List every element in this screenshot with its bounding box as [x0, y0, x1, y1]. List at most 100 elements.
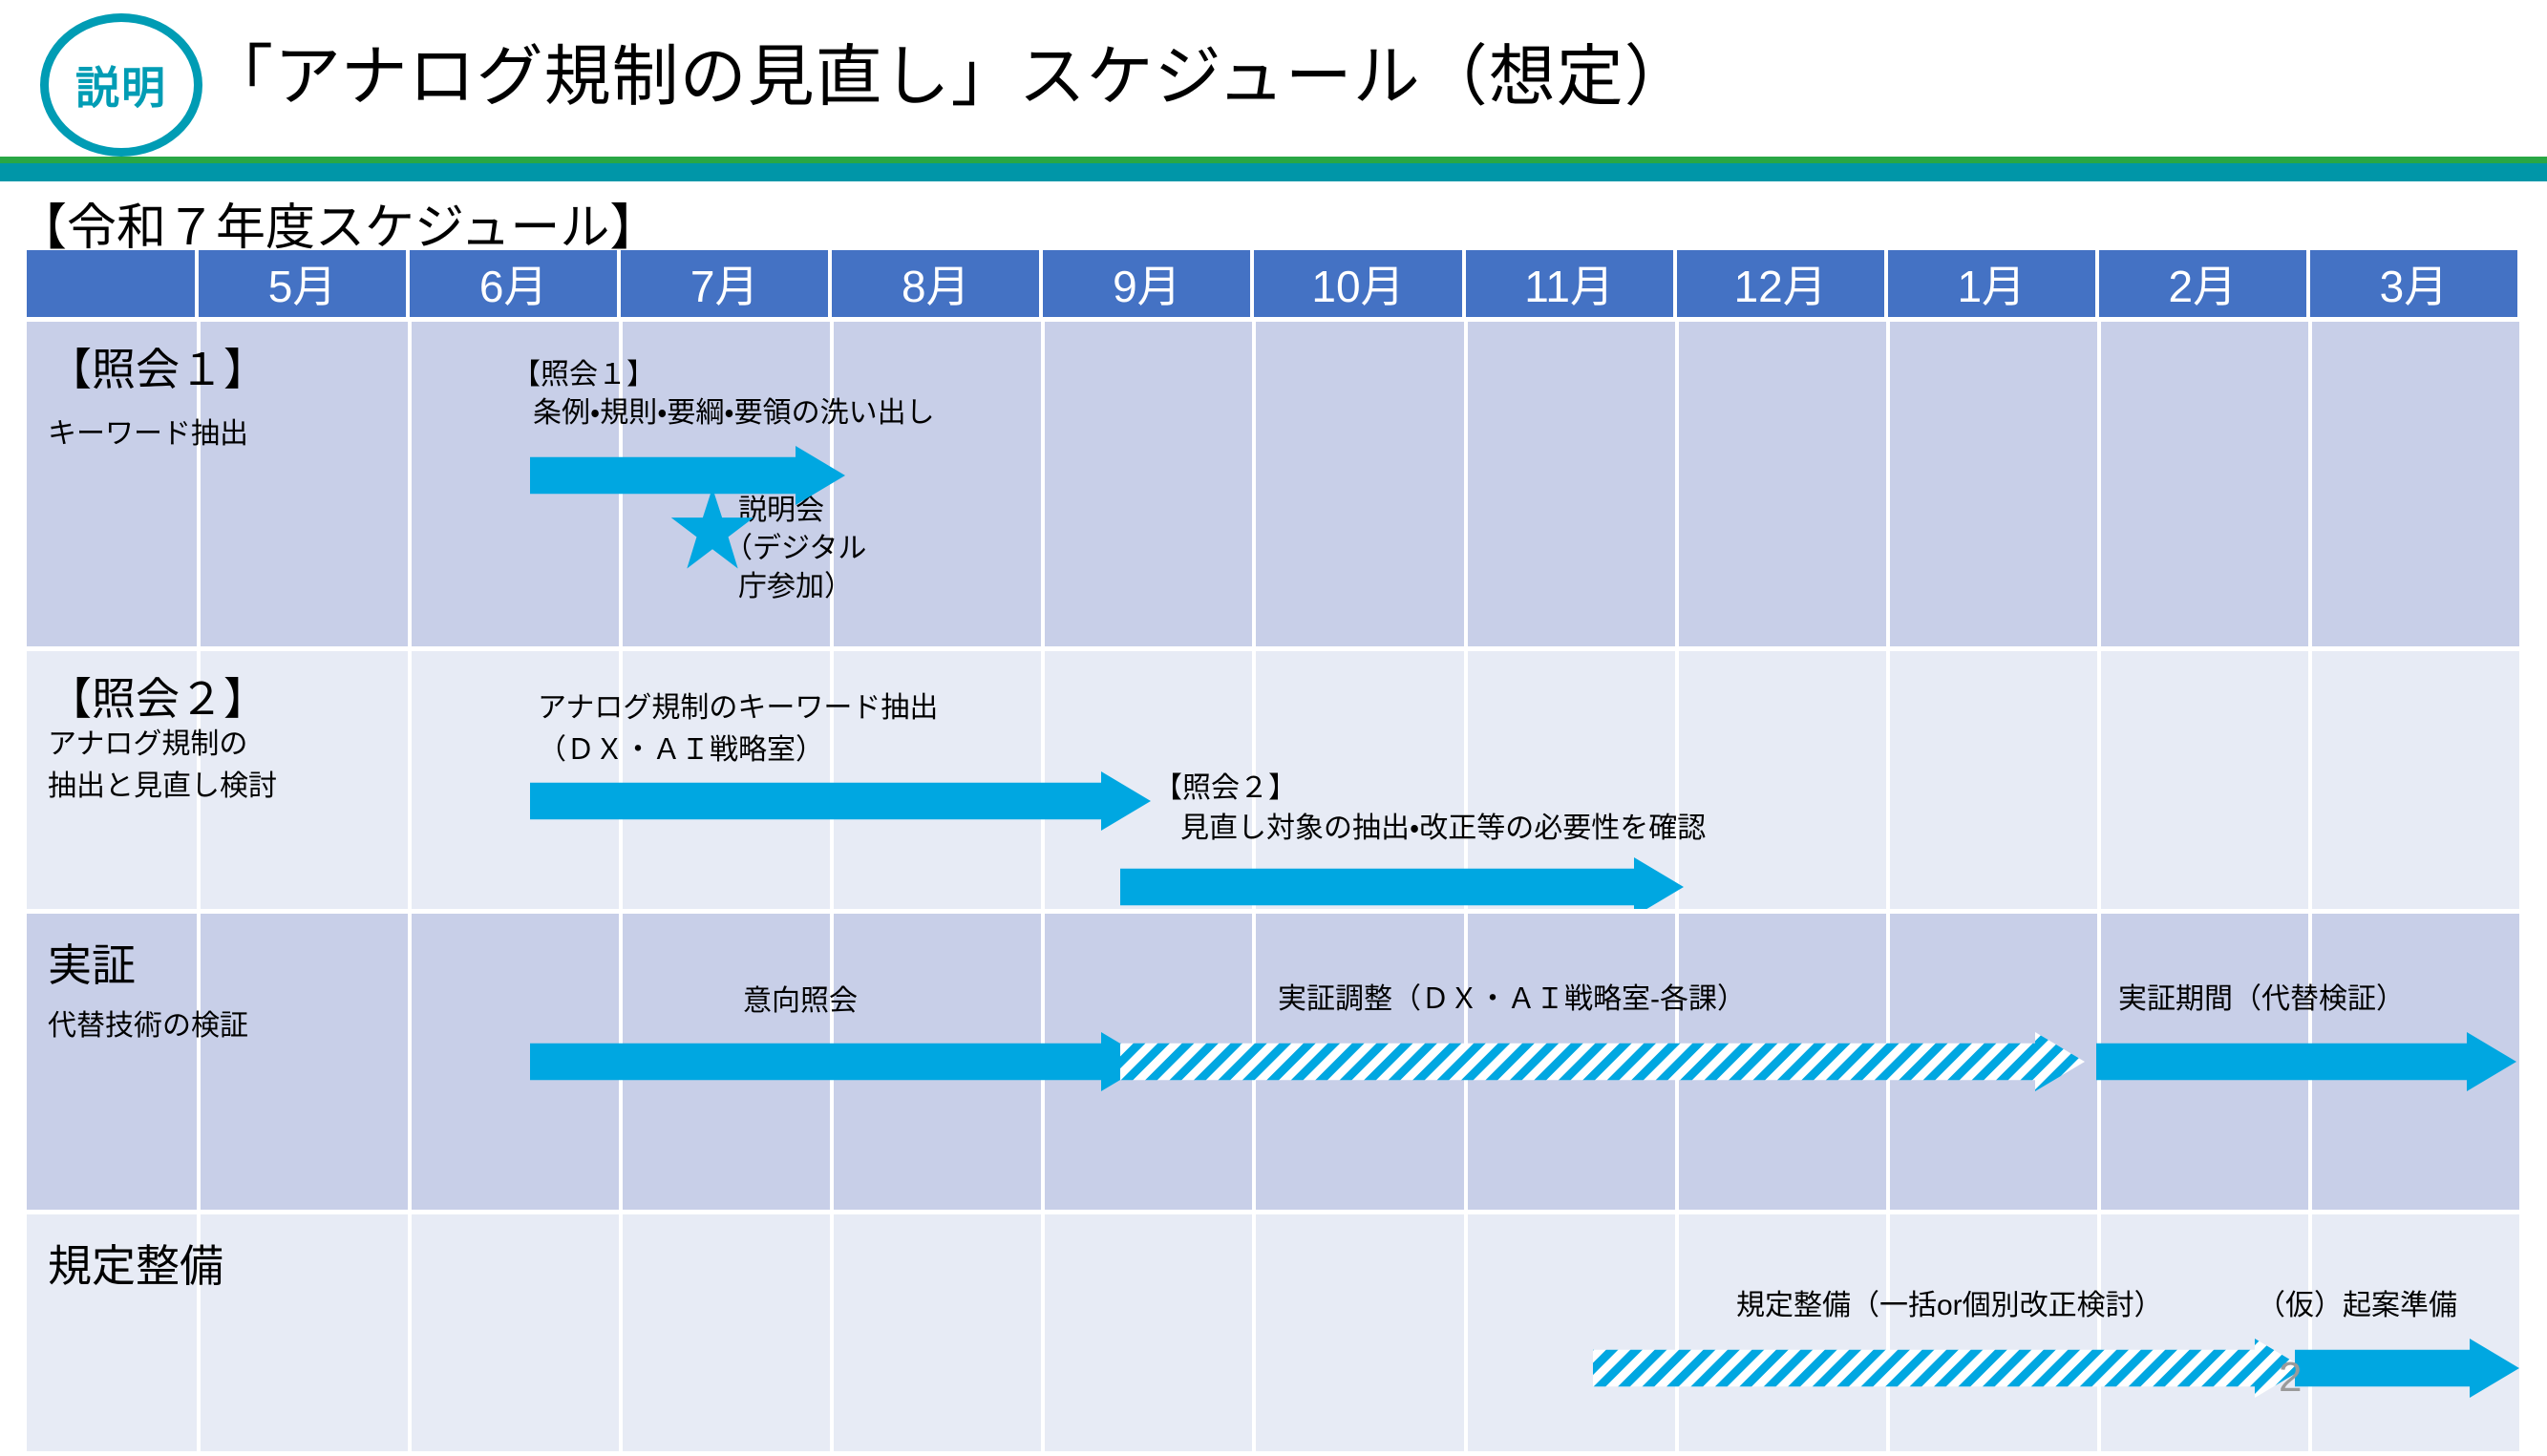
row-divider: [27, 1451, 2521, 1456]
task-label: 見直し対象の抽出・改正等の必要性を確認: [1180, 812, 1707, 844]
column-header-label: 2月: [2168, 262, 2238, 311]
column-divider: [1674, 651, 1679, 909]
row-subtitle: キーワード抽出: [48, 410, 248, 452]
task-label: （仮）起案準備: [2257, 1290, 2457, 1321]
column-divider: [619, 651, 624, 909]
column-divider: [1041, 322, 1046, 646]
row-divider: [27, 646, 2521, 651]
column-divider: [2519, 322, 2523, 646]
column-divider: [1885, 322, 1890, 646]
column-divider: [1463, 322, 1468, 646]
row-subtitle-line: 抽出と見直し検討: [48, 770, 277, 802]
task-label: 【照会２】: [1154, 772, 1297, 804]
header-rule-green: [0, 157, 2547, 163]
column-divider: [1463, 1214, 1468, 1451]
column-divider: [1041, 1214, 1046, 1451]
column-divider: [1252, 651, 1257, 909]
row-subtitle-line: アナログ規制の: [48, 728, 248, 760]
task-label: （ＤＸ・ＡＩ戦略室）: [538, 734, 824, 766]
column-divider: [408, 322, 413, 646]
row-title: 【照会１】: [48, 345, 267, 394]
gantt-arrow-solid: [2295, 1339, 2519, 1398]
gantt-arrow-solid: [1120, 857, 1684, 917]
column-divider: [2096, 1214, 2101, 1451]
row-divider: [27, 909, 2521, 914]
row-divider: [27, 1210, 2521, 1214]
column-header-6月: 6月: [410, 250, 622, 317]
page-title: 「アナログ規制の見直し」スケジュール（想定）: [206, 39, 1692, 114]
column-header-7月: 7月: [621, 250, 833, 317]
column-header-10月: 10月: [1254, 250, 1466, 317]
task-label: 実証期間（代替検証）: [2118, 983, 2405, 1015]
explanation-badge: 説明: [40, 13, 202, 157]
column-divider: [1674, 1214, 1679, 1451]
column-divider: [408, 914, 413, 1210]
column-divider: [1041, 651, 1046, 909]
column-header-blank: [27, 250, 199, 317]
column-divider: [830, 651, 835, 909]
task-label: （デジタル: [724, 533, 867, 564]
column-header-12月: 12月: [1676, 250, 1888, 317]
page-number: 2: [2279, 1354, 2303, 1401]
column-divider: [408, 651, 413, 909]
explanation-badge-label: 説明: [75, 63, 167, 113]
column-header-11月: 11月: [1465, 250, 1677, 317]
task-label: アナログ規制のキーワード抽出: [538, 692, 939, 724]
column-header-label: 3月: [2379, 262, 2449, 311]
column-divider: [197, 322, 201, 646]
gantt-arrow-hatched: [1120, 1032, 2085, 1091]
column-header-label: 5月: [267, 262, 337, 311]
column-divider: [1463, 651, 1468, 909]
column-header-8月: 8月: [832, 250, 1044, 317]
gantt-arrow-solid: [530, 446, 845, 505]
column-divider: [830, 1214, 835, 1451]
column-header-label: 7月: [690, 262, 759, 311]
column-divider: [1252, 322, 1257, 646]
column-divider: [2096, 651, 2101, 909]
row-title: 【照会２】: [48, 674, 267, 724]
schedule-row-4: 規定整備規定整備（一括or個別改正検討）（仮）起案準備: [27, 1214, 2523, 1451]
column-divider: [2307, 322, 2312, 646]
column-divider: [619, 1214, 624, 1451]
column-divider: [2096, 322, 2101, 646]
row-subtitle-line: キーワード抽出: [48, 418, 248, 450]
column-header-5月: 5月: [199, 250, 411, 317]
column-divider: [408, 1214, 413, 1451]
column-divider: [1885, 1214, 1890, 1451]
schedule-row-3: 実証代替技術の検証 意向照会 実証調整（ＤＸ・ＡＩ戦略室-各課） 実証期間（代替検証）: [27, 914, 2523, 1210]
task-label: 庁参加）: [738, 571, 853, 602]
column-divider: [197, 651, 201, 909]
task-label: 【照会１】: [512, 359, 655, 390]
column-header-2月: 2月: [2098, 250, 2310, 317]
column-header-label: 11月: [1524, 262, 1614, 311]
schedule-row-1: 【照会１】キーワード抽出 【照会１】条例・規則・要綱・要領の洗い出し説明会 （デジタ…: [27, 322, 2523, 646]
column-header-label: 9月: [1113, 262, 1181, 311]
column-header-9月: 9月: [1043, 250, 1255, 317]
task-label: 実証調整（ＤＸ・ＡＩ戦略室-各課）: [1278, 983, 1746, 1015]
column-header-label: 12月: [1733, 262, 1827, 311]
gantt-arrow-hatched: [1593, 1339, 2304, 1398]
column-divider: [2519, 651, 2523, 909]
column-header-1月: 1月: [1887, 250, 2099, 317]
gantt-arrow-solid: [2096, 1032, 2516, 1091]
column-divider: [2519, 914, 2523, 1210]
column-divider: [2519, 1214, 2523, 1451]
column-header-label: 1月: [1957, 262, 2027, 311]
row-subtitle: 代替技術の検証: [48, 1002, 248, 1044]
slide-header: 説明 「アナログ規制の見直し」スケジュール（想定）: [0, 0, 2547, 181]
gantt-arrow-solid: [530, 1032, 1151, 1091]
task-label: 説明会: [738, 495, 824, 526]
header-rule-teal: [0, 163, 2547, 181]
gantt-arrow-solid: [530, 771, 1151, 831]
column-header-label: 10月: [1311, 262, 1405, 311]
column-header-label: 6月: [478, 262, 548, 311]
column-divider: [830, 322, 835, 646]
task-label: 条例・規則・要綱・要領の洗い出し: [533, 397, 935, 429]
task-label: 意向照会: [743, 985, 858, 1017]
column-divider: [1885, 651, 1890, 909]
column-divider: [1252, 1214, 1257, 1451]
column-divider: [197, 914, 201, 1210]
row-title: 実証: [48, 940, 136, 990]
column-divider: [197, 1214, 201, 1451]
